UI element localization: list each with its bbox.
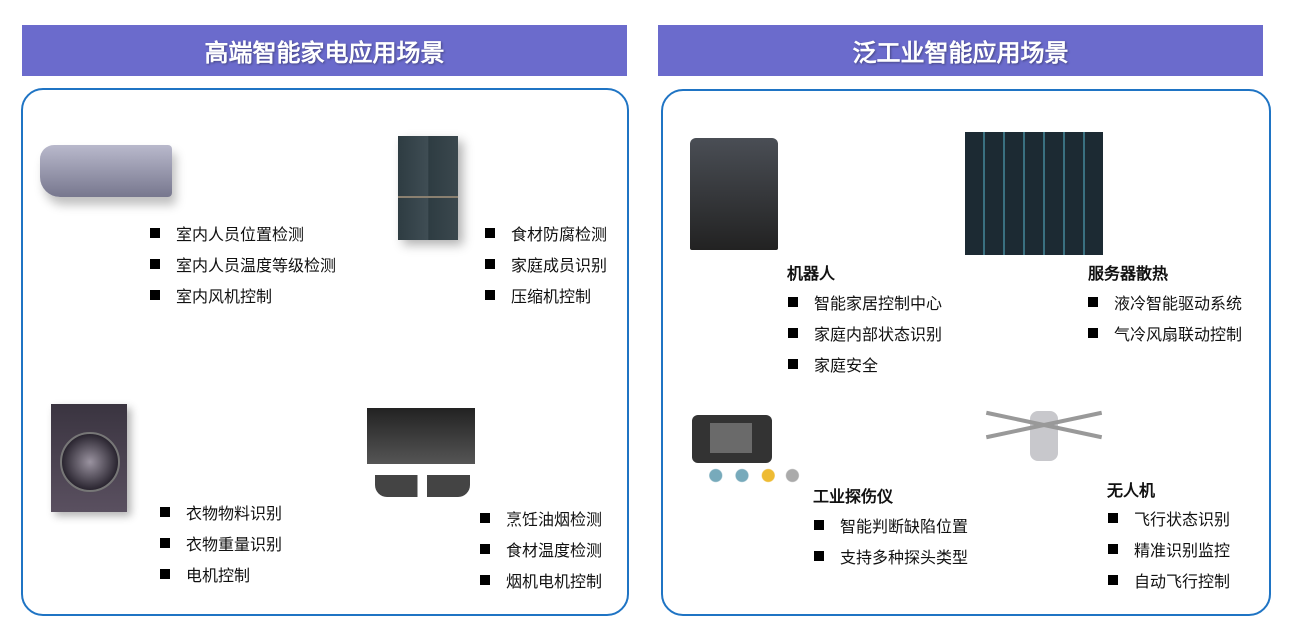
list-item-label: 家庭安全 <box>814 355 879 375</box>
bullet-icon <box>1088 296 1098 307</box>
bullet-icon <box>788 327 798 338</box>
list-item-label: 压缩机控制 <box>511 286 592 306</box>
list-item: 室内人员位置检测 <box>150 217 336 248</box>
server-rack-image <box>965 132 1103 255</box>
list-item: 食材温度检测 <box>480 533 602 564</box>
list-item: 食材防腐检测 <box>485 217 607 248</box>
robot-vacuum-image <box>690 138 778 250</box>
bullet-icon <box>480 543 490 554</box>
bullet-icon <box>485 258 495 269</box>
list-item: 家庭安全 <box>788 348 942 379</box>
list-item: 烟机电机控制 <box>480 564 602 595</box>
list-item: 支持多种探头类型 <box>814 540 968 571</box>
bullet-icon <box>150 258 160 269</box>
probe-set-image <box>700 465 805 500</box>
refrigerator-image <box>398 136 458 240</box>
fridge-features: 食材防腐检测家庭成员识别压缩机控制 <box>485 217 607 310</box>
bullet-icon <box>1088 327 1098 338</box>
bullet-icon <box>1108 543 1118 554</box>
list-item-label: 家庭成员识别 <box>511 255 608 275</box>
list-item: 家庭内部状态识别 <box>788 317 942 348</box>
list-item-label: 食材温度检测 <box>506 540 603 560</box>
bullet-icon <box>788 296 798 307</box>
list-item-label: 精准识别监控 <box>1134 540 1231 560</box>
list-item-label: 烹饪油烟检测 <box>506 509 603 529</box>
robot-title: 机器人 <box>787 264 836 283</box>
list-item: 衣物物料识别 <box>160 496 282 527</box>
list-item-label: 衣物物料识别 <box>186 503 283 523</box>
list-item-label: 飞行状态识别 <box>1134 509 1231 529</box>
range-hood-image <box>367 408 475 464</box>
list-item-label: 液冷智能驱动系统 <box>1114 293 1243 313</box>
list-item-label: 室内风机控制 <box>176 286 273 306</box>
list-item-label: 室内人员位置检测 <box>176 224 305 244</box>
list-item: 智能判断缺陷位置 <box>814 509 968 540</box>
bullet-icon <box>150 289 160 300</box>
industry-panel <box>661 89 1271 616</box>
bullet-icon <box>480 574 490 585</box>
list-item-label: 自动飞行控制 <box>1134 571 1231 591</box>
hood-features: 烹饪油烟检测食材温度检测烟机电机控制 <box>480 502 602 595</box>
home-panel <box>21 88 629 616</box>
list-item: 飞行状态识别 <box>1108 502 1230 533</box>
list-item: 室内风机控制 <box>150 279 336 310</box>
list-item-label: 食材防腐检测 <box>511 224 608 244</box>
washing-machine-image <box>51 404 127 512</box>
list-item: 压缩机控制 <box>485 279 607 310</box>
drone-features: 飞行状态识别精准识别监控自动飞行控制 <box>1108 502 1230 595</box>
server-features: 液冷智能驱动系统气冷风扇联动控制 <box>1088 286 1242 348</box>
list-item-label: 气冷风扇联动控制 <box>1114 324 1243 344</box>
bullet-icon <box>160 506 170 517</box>
list-item: 衣物重量识别 <box>160 527 282 558</box>
list-item: 烹饪油烟检测 <box>480 502 602 533</box>
home-header: 高端智能家电应用场景 <box>22 25 627 76</box>
list-item: 自动飞行控制 <box>1108 564 1230 595</box>
list-item-label: 家庭内部状态识别 <box>814 324 943 344</box>
drone-title: 无人机 <box>1107 481 1156 500</box>
robot-features: 智能家居控制中心家庭内部状态识别家庭安全 <box>788 286 942 379</box>
bullet-icon <box>480 512 490 523</box>
bullet-icon <box>1108 574 1118 585</box>
bullet-icon <box>485 289 495 300</box>
drone-image <box>975 403 1113 471</box>
list-item: 智能家居控制中心 <box>788 286 942 317</box>
list-item-label: 智能家居控制中心 <box>814 293 943 313</box>
detector-title: 工业探伤仪 <box>813 487 894 506</box>
list-item-label: 衣物重量识别 <box>186 534 283 554</box>
industry-header: 泛工业智能应用场景 <box>658 25 1263 76</box>
bullet-icon <box>814 519 824 530</box>
list-item: 室内人员温度等级检测 <box>150 248 336 279</box>
list-item: 精准识别监控 <box>1108 533 1230 564</box>
flaw-detector-image <box>692 415 772 463</box>
bullet-icon <box>160 568 170 579</box>
server-title: 服务器散热 <box>1088 264 1169 283</box>
list-item-label: 支持多种探头类型 <box>840 547 969 567</box>
cooktop-image <box>375 475 470 497</box>
list-item-label: 室内人员温度等级检测 <box>176 255 337 275</box>
list-item: 家庭成员识别 <box>485 248 607 279</box>
list-item-label: 烟机电机控制 <box>506 571 603 591</box>
air-conditioner-image <box>40 145 172 197</box>
list-item: 气冷风扇联动控制 <box>1088 317 1242 348</box>
bullet-icon <box>1108 512 1118 523</box>
bullet-icon <box>814 550 824 561</box>
washer-features: 衣物物料识别衣物重量识别电机控制 <box>160 496 282 589</box>
bullet-icon <box>150 227 160 238</box>
ac-features: 室内人员位置检测室内人员温度等级检测室内风机控制 <box>150 217 336 310</box>
list-item-label: 智能判断缺陷位置 <box>840 516 969 536</box>
list-item-label: 电机控制 <box>186 565 251 585</box>
bullet-icon <box>160 537 170 548</box>
detector-features: 智能判断缺陷位置支持多种探头类型 <box>814 509 968 571</box>
bullet-icon <box>485 227 495 238</box>
bullet-icon <box>788 358 798 369</box>
list-item: 电机控制 <box>160 558 282 589</box>
list-item: 液冷智能驱动系统 <box>1088 286 1242 317</box>
